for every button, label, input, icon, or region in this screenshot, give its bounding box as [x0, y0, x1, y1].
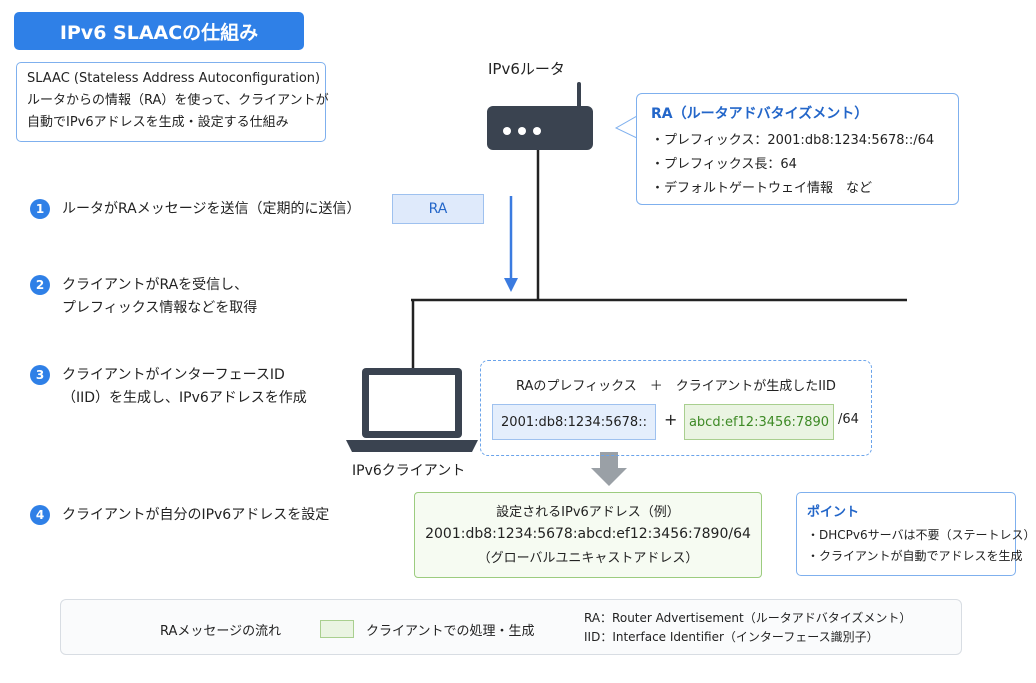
iid-value: abcd:ef12:3456:7890: [684, 404, 834, 440]
step-number: 3: [30, 365, 50, 385]
prefix-length: /64: [838, 412, 859, 427]
generation-heading: RAのプレフィックス ＋ クライアントが生成したIID: [516, 379, 836, 394]
ra-info-item: ・プレフィックス：2001:db8:1234:5678::/64: [651, 133, 935, 148]
address-generation-box: [480, 360, 872, 456]
legend-client-label: クライアントでの処理・生成: [366, 624, 535, 639]
step-4: 4 クライアントが自分のIPv6アドレスを設定: [30, 504, 329, 527]
ra-info-box: RA（ルータアドバタイズメント） ・プレフィックス：2001:db8:1234:…: [636, 93, 959, 205]
step-number: 4: [30, 505, 50, 525]
point-box: ポイント ・DHCPv6サーバは不要（ステートレス） ・クライアントが自動でアド…: [796, 492, 1036, 576]
point-item: ・クライアントが自動でアドレスを生成: [807, 549, 1023, 563]
step-number: 1: [30, 199, 50, 219]
ra-info-heading: RA（ルータアドバタイズメント）: [651, 106, 869, 122]
point-item: ・DHCPv6サーバは不要（ステートレス）: [807, 528, 1036, 542]
step-text: ルータがRAメッセージを送信（定期的に送信）: [62, 201, 361, 217]
page-title: IPv6 SLAACの仕組み: [14, 12, 304, 50]
router-icon: [487, 82, 593, 150]
description-line: SLAAC (Stateless Address Autoconfigurati…: [27, 71, 321, 86]
step-text: プレフィックス情報などを取得: [62, 300, 258, 316]
legend-box: [60, 599, 962, 655]
step-1: 1 ルータがRAメッセージを送信（定期的に送信）: [30, 198, 360, 221]
down-arrow-icon: [591, 452, 627, 486]
ra-flow-arrow: [504, 196, 518, 292]
description-line: ルータからの情報（RA）を使って、クライアントが: [27, 93, 329, 108]
legend-abbr-line: IID：Interface Identifier（インターフェース識別子）: [584, 630, 879, 644]
step-3: 3 クライアントがインターフェースID （IID）を生成し、IPv6アドレスを作…: [30, 364, 307, 410]
step-text: （IID）を生成し、IPv6アドレスを作成: [62, 390, 307, 406]
ra-info-item: ・デフォルトゲートウェイ情報 など: [651, 181, 873, 196]
point-heading: ポイント: [807, 505, 860, 520]
ra-info-item: ・プレフィックス長：64: [651, 157, 797, 172]
client-label: IPv6クライアント: [352, 463, 466, 479]
ra-callout-tail: [614, 115, 638, 139]
result-note: （グローバルユニキャストアドレス）: [477, 551, 699, 566]
result-address-box: 設定されるIPv6アドレス（例） 2001:db8:1234:5678:abcd…: [414, 492, 762, 578]
step-text: クライアントがインターフェースID: [62, 367, 285, 383]
router-label: IPv6ルータ: [488, 60, 565, 78]
legend-abbr-line: RA：Router Advertisement（ルータアドバタイズメント）: [584, 611, 912, 625]
legend-flow-label: RAメッセージの流れ: [160, 624, 282, 639]
plus-sign: +: [664, 410, 678, 429]
description-box: SLAAC (Stateless Address Autoconfigurati…: [16, 62, 329, 142]
step-text: クライアントがRAを受信し、: [62, 277, 249, 293]
prefix-value: 2001:db8:1234:5678::: [492, 404, 656, 440]
result-heading: 設定されるIPv6アドレス（例）: [496, 505, 680, 520]
step-2: 2 クライアントがRAを受信し、 プレフィックス情報などを取得: [30, 274, 257, 320]
step-text: クライアントが自分のIPv6アドレスを設定: [62, 507, 330, 523]
legend-client-swatch: [320, 620, 354, 638]
ra-message-tag: RA: [392, 194, 484, 224]
legend-abbreviations: RA：Router Advertisement（ルータアドバタイズメント） II…: [584, 609, 911, 647]
laptop-icon: [346, 368, 478, 452]
description-line: 自動でIPv6アドレスを生成・設定する仕組み: [27, 115, 289, 130]
result-address: 2001:db8:1234:5678:abcd:ef12:3456:7890/6…: [425, 526, 751, 542]
step-number: 2: [30, 275, 50, 295]
